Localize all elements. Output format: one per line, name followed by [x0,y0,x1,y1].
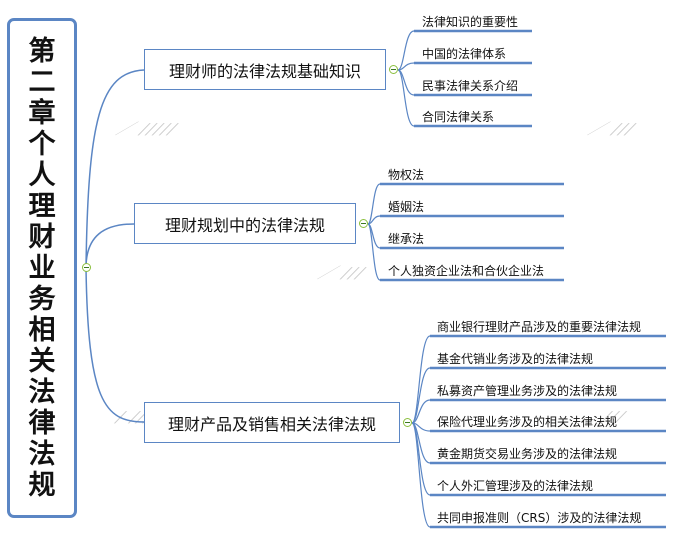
collapse-minus-icon[interactable] [82,263,91,272]
connector-line [367,215,381,225]
leaf-topic[interactable]: 婚姻法 [388,200,425,214]
branch-planning-laws[interactable]: 理财规划中的法律法规 [134,203,356,244]
connector-line [411,367,431,424]
leaf-topic[interactable]: 民事法律关系介绍 [422,79,519,93]
connector-line [397,69,415,127]
leaf-topic[interactable]: 个人外汇管理涉及的法律法规 [437,479,594,493]
collapse-minus-icon[interactable] [359,219,368,228]
root-topic[interactable]: 第二章个人理财业务相关法律法规 [7,18,77,518]
connector-line [367,223,381,281]
leaf-topic[interactable]: 保险代理业务涉及的相关法律法规 [437,415,618,429]
leaf-topic[interactable]: 基金代销业务涉及的法律法规 [437,352,594,366]
connector-line [411,335,431,424]
leaf-topic[interactable]: 法律知识的重要性 [422,15,519,29]
leaf-topic[interactable]: 黄金期货交易业务涉及的法律法规 [437,447,618,461]
branch-label: 理财产品及销售相关法律法规 [167,414,376,434]
collapse-minus-icon[interactable] [403,418,412,427]
leaf-topic[interactable]: 个人独资企业法和合伙企业法 [388,264,545,278]
branch-label: 理财师的法律法规基础知识 [168,61,361,81]
connector-line [411,422,431,528]
root-topic-title: 第二章个人理财业务相关法律法规 [28,35,56,501]
leaf-topic[interactable]: 中国的法律体系 [422,47,507,61]
branch-legal-basics[interactable]: 理财师的法律法规基础知识 [144,49,386,90]
connector-line [85,267,145,423]
leaf-topic[interactable]: 合同法律关系 [422,110,495,124]
branch-label: 理财规划中的法律法规 [164,215,325,235]
leaf-topic[interactable]: 物权法 [388,168,425,182]
leaf-topic[interactable]: 继承法 [388,232,425,246]
branch-product-sales-laws[interactable]: 理财产品及销售相关法律法规 [144,402,400,443]
leaf-topic[interactable]: 商业银行理财产品涉及的重要法律法规 [437,320,642,334]
connector-line [85,69,145,269]
leaf-topic[interactable]: 私募资产管理业务涉及的法律法规 [437,384,618,398]
leaf-topic[interactable]: 共同申报准则（CRS）涉及的法律法规 [437,511,642,525]
collapse-minus-icon[interactable] [389,65,398,74]
connector-line [397,30,415,71]
connector-line [367,183,381,225]
connector-line [85,223,135,269]
connector-line [411,399,431,424]
